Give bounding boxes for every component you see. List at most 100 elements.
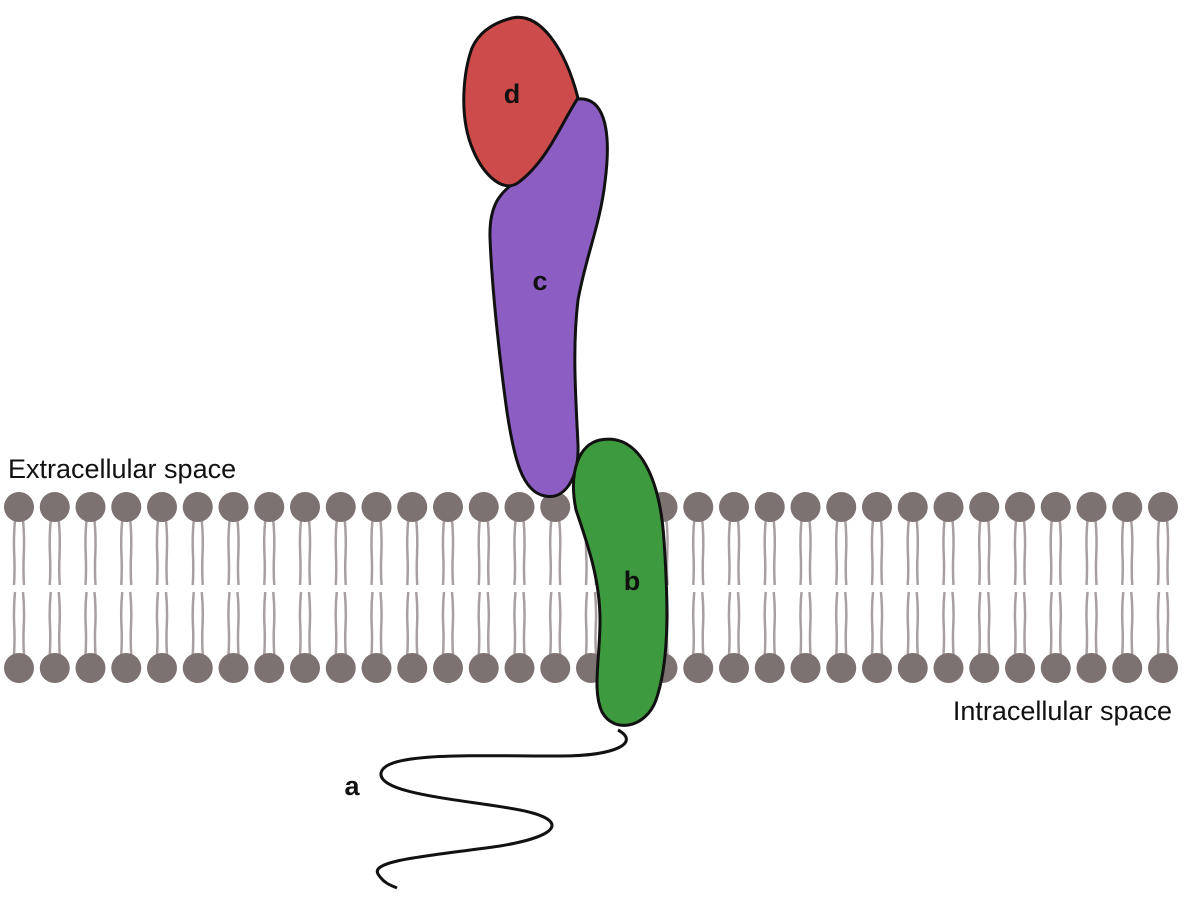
lipid-tail [262,519,267,586]
lipid-tail [155,591,160,656]
lipid-tail [1156,519,1161,586]
lipid-head [754,492,785,522]
lipid-tail [441,591,446,656]
lipid-tail [21,591,26,656]
domain-d-label: d [504,79,521,109]
lipid-tail [879,591,884,656]
lipid-head [361,653,392,683]
lipid-tail [379,519,383,586]
lipid-tail [548,519,553,586]
lipid-tail [405,519,410,586]
lipid-head [1076,653,1107,683]
lipid-tail [343,519,348,586]
lipid-tail [1085,519,1089,586]
lipid-tail [1165,519,1170,586]
lipid-tail [1058,519,1063,586]
lipid-tail [93,519,97,586]
lipid-tail [298,591,303,656]
intracellular-space-label: Intracellular space [953,696,1172,726]
lipid-tail [951,519,955,586]
lipid-tail [593,591,598,656]
lipid-tail [12,519,17,586]
lipid-head [683,492,714,522]
lipid-head [1076,492,1107,522]
domain-b-shape [572,437,669,727]
lipid-head [218,653,249,683]
lipid-tail [548,591,553,656]
lipid-tail [522,519,526,586]
lipid-tail [736,519,741,586]
lipid-tail [1058,591,1063,656]
lipid-tail [405,591,410,656]
lipid-tail [987,591,991,656]
lipid-head [1112,492,1143,522]
lipid-tail [558,591,562,656]
lipid-tail [522,591,526,656]
lipid-tail [701,519,705,586]
lipid-head [862,653,892,683]
lipid-head [897,492,928,522]
lipid-head [182,492,213,522]
lipid-tail [155,519,160,586]
lipid-tail [691,591,696,656]
lipid-head [4,653,34,683]
lipid-tail [236,519,240,586]
lipid-tail [977,519,982,586]
lipid-head [1005,492,1035,522]
lipid-tail [334,591,338,656]
lipid-tail [977,591,982,656]
lipid-tail [772,519,777,586]
lipid-tail [200,591,205,656]
lipid-head [433,653,463,683]
lipid-head [468,492,499,522]
lipid-tail [1130,519,1134,586]
lipid-tail [951,591,955,656]
lipid-head [254,653,285,683]
lipid-head [540,492,571,522]
lipid-head [39,653,70,683]
lipid-tail [486,591,491,656]
lipid-head [75,653,106,683]
lipid-head [862,492,892,522]
lipid-tail [1156,591,1161,656]
lipid-head [468,653,499,683]
lipid-tail [772,591,777,656]
lipid-tail [763,519,767,586]
lipid-tail [915,591,920,656]
lipid-tail [84,519,88,586]
domain-a-label: a [344,771,360,801]
lipid-head [325,653,356,683]
lipid-tail [834,519,839,586]
lipid-tail [370,591,374,656]
lipid-tail [57,519,62,586]
lipid-tail [1013,519,1018,586]
lipid-head [1112,653,1143,683]
lipid-head [397,653,428,683]
lipid-tail [1049,519,1053,586]
lipid-tail [343,591,348,656]
lipid-tail [799,591,803,656]
lipid-head [826,653,857,683]
lipid-tail [379,591,383,656]
lipid-head [897,653,928,683]
lipid-head [325,492,356,522]
lipid-head [719,492,749,522]
lipid-head [826,492,857,522]
lipid-tail [736,591,741,656]
lipid-tail [558,519,562,586]
lipid-tail [450,519,455,586]
lipid-tail [1130,591,1134,656]
lipid-head [683,653,714,683]
lipid-tail [1022,591,1027,656]
lipid-tail [441,519,446,586]
lipid-head [147,492,177,522]
lipid-head [933,492,964,522]
lipid-tail [906,591,910,656]
lipid-tail [1094,591,1098,656]
lipid-head [790,492,821,522]
domain-c-shape [488,97,609,498]
lipid-tail [942,519,946,586]
lipid-tail [987,519,991,586]
lipid-tail [415,519,419,586]
